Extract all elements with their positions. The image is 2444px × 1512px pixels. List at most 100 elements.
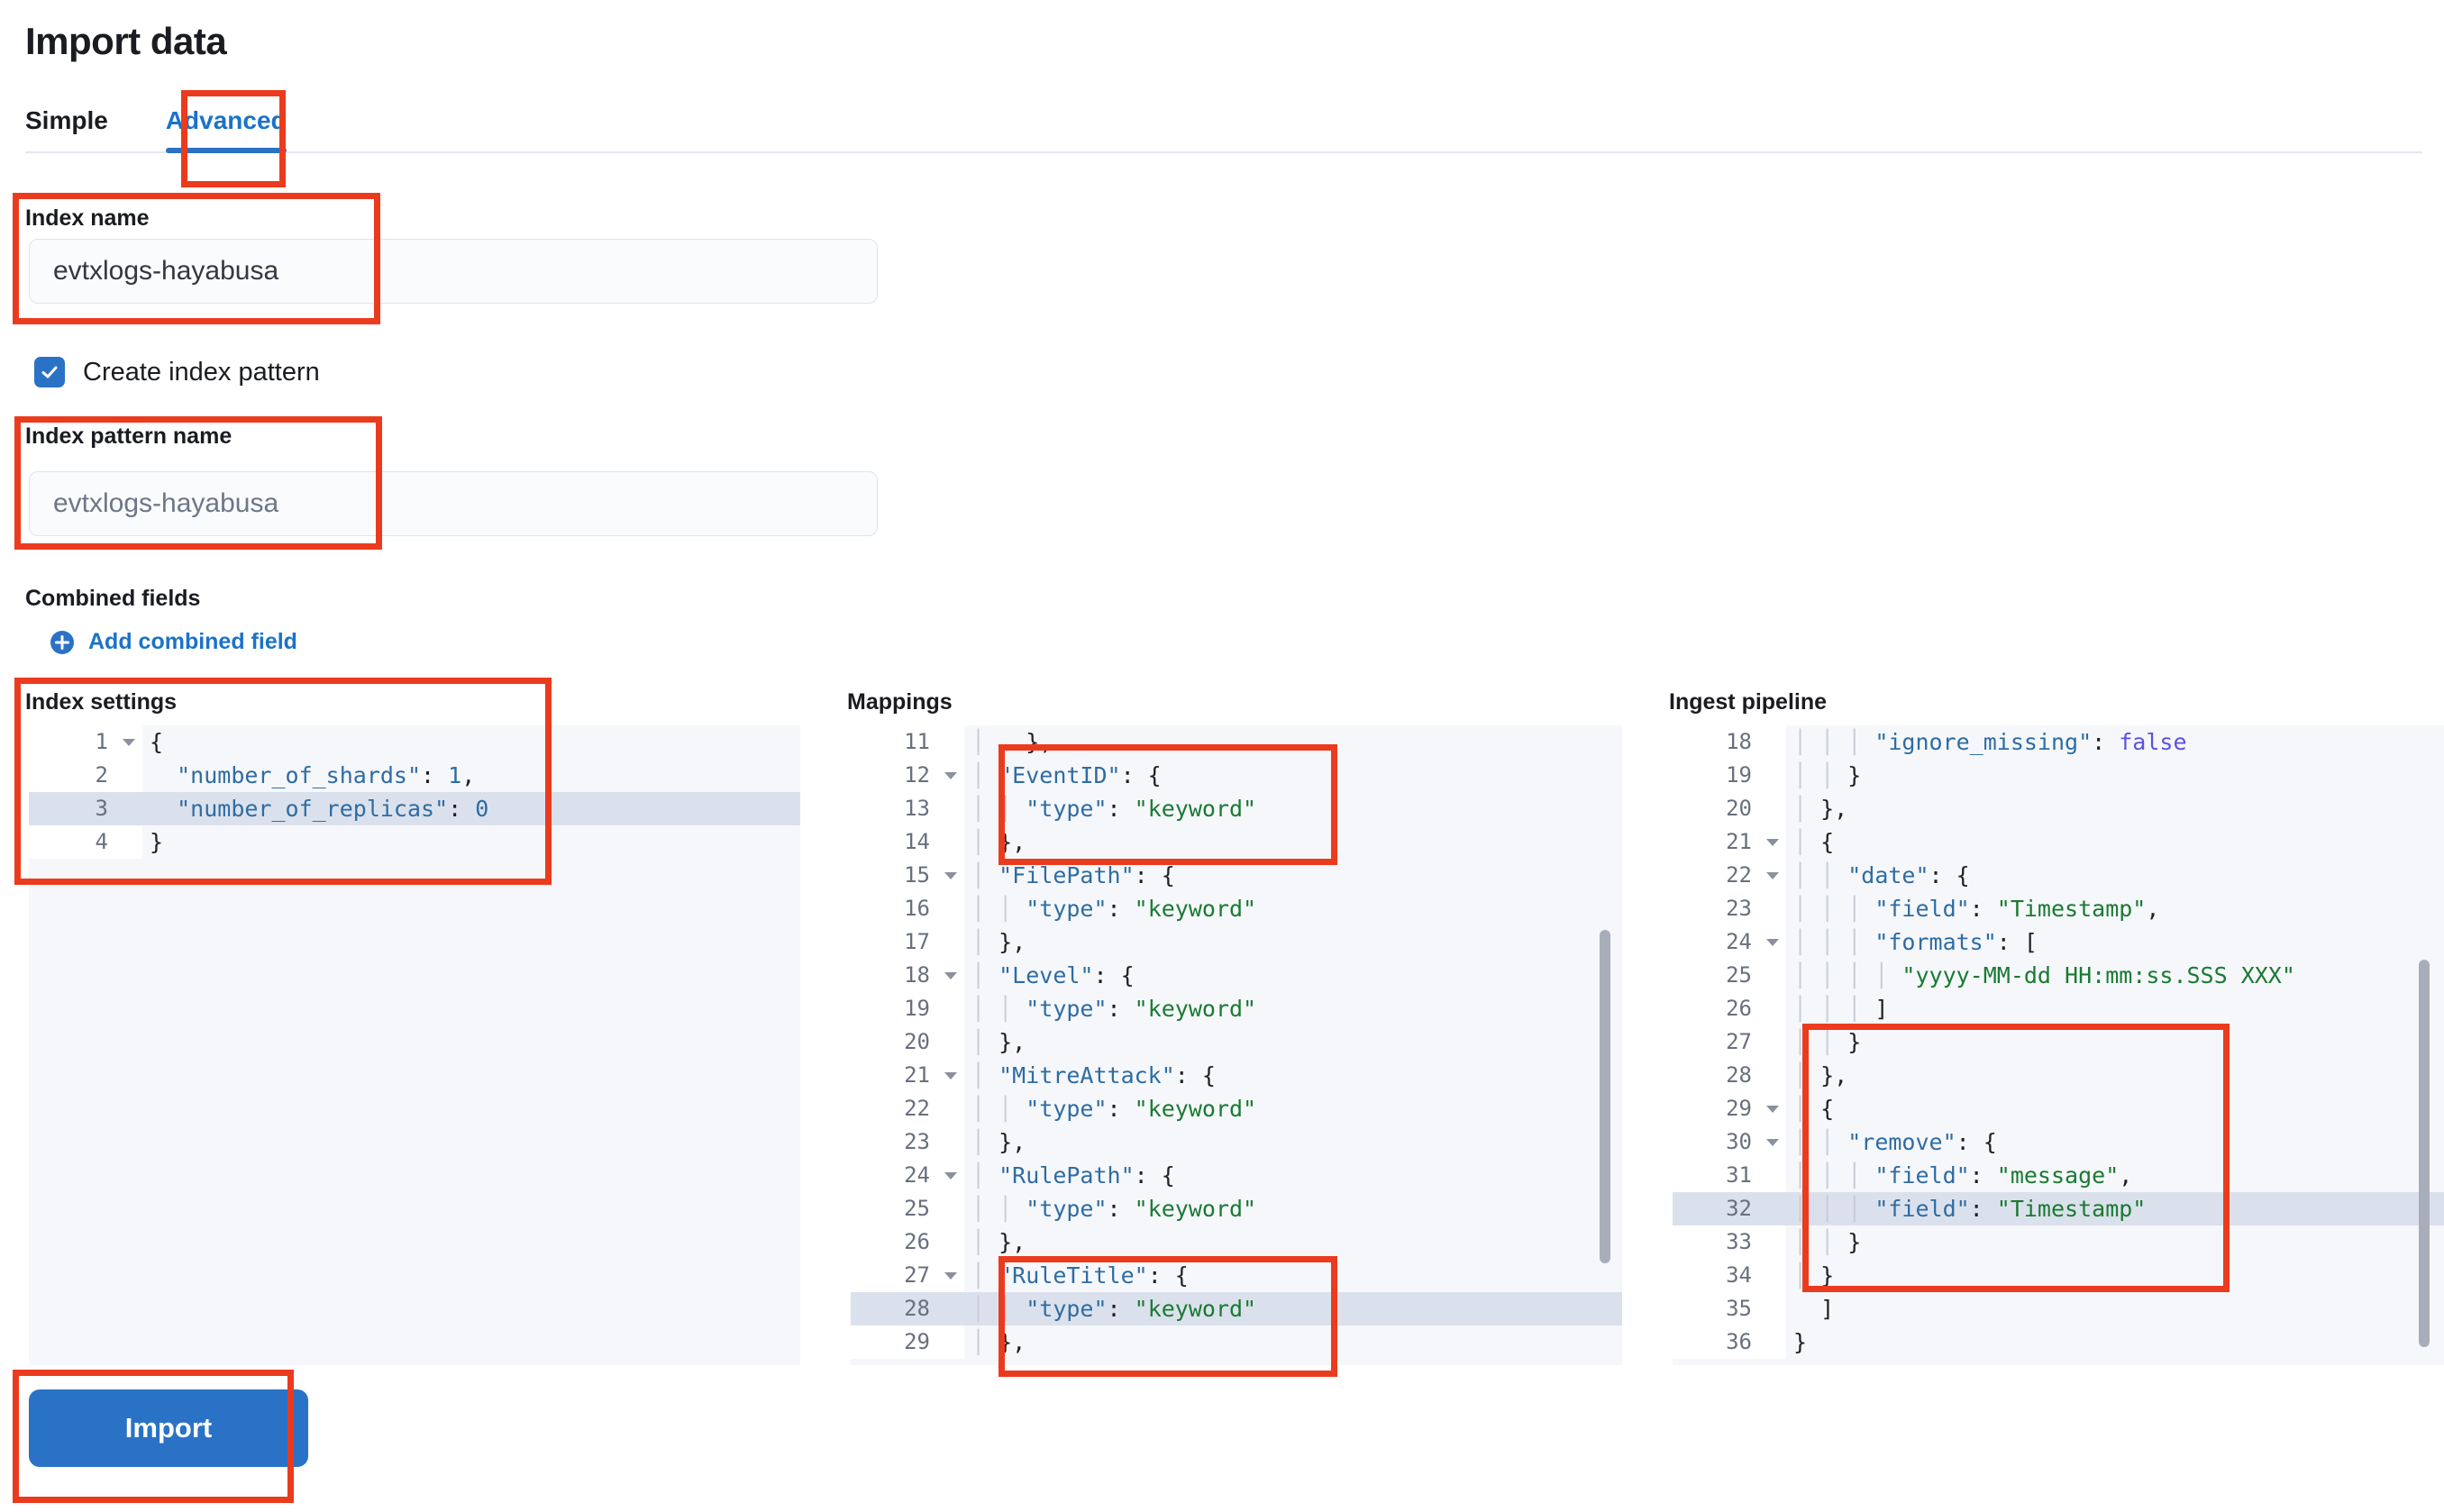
line-number: 20 <box>851 1025 937 1059</box>
code-text: │ }, <box>971 929 1026 955</box>
code-line[interactable]: 26│ }, <box>851 1225 1622 1259</box>
fold-arrow-icon[interactable] <box>937 759 964 792</box>
index-settings-editor[interactable]: 1{2 "number_of_shards": 1,3 "number_of_r… <box>29 725 800 1365</box>
line-number: 29 <box>851 1325 937 1359</box>
create-index-pattern-checkbox[interactable] <box>34 357 65 387</box>
code-line[interactable]: 11│ }, <box>851 725 1622 759</box>
ingest-pipeline-scrollbar[interactable] <box>2419 960 2430 1347</box>
code-line[interactable]: 27│ "RuleTitle": { <box>851 1259 1622 1292</box>
code-line[interactable]: 28│ }, <box>1673 1059 2444 1092</box>
tab-advanced[interactable]: Advanced <box>135 106 317 153</box>
fold-spacer <box>115 792 142 825</box>
line-number: 11 <box>851 725 937 759</box>
line-number: 22 <box>851 1092 937 1125</box>
code-text: │ │ } <box>1793 762 1862 788</box>
code-line[interactable]: 31│ │ │ "field": "message", <box>1673 1159 2444 1192</box>
code-line[interactable]: 23│ │ │ "field": "Timestamp", <box>1673 892 2444 925</box>
fold-arrow-icon[interactable] <box>1759 825 1786 859</box>
index-name-input[interactable]: evtxlogs-hayabusa <box>29 239 878 304</box>
tab-simple[interactable]: Simple <box>25 108 135 151</box>
code-line[interactable]: 24│ │ │ "formats": [ <box>1673 925 2444 959</box>
tab-simple-label: Simple <box>25 106 108 134</box>
check-icon <box>41 366 58 378</box>
fold-arrow-icon[interactable] <box>1759 1092 1786 1125</box>
code-line[interactable]: 25│ │ "type": "keyword" <box>851 1192 1622 1225</box>
code-line[interactable]: 16│ │ "type": "keyword" <box>851 892 1622 925</box>
line-number: 26 <box>1673 992 1759 1025</box>
code-text: { <box>150 729 164 755</box>
line-number: 22 <box>1673 859 1759 892</box>
code-line[interactable]: 15│ "FilePath": { <box>851 859 1622 892</box>
fold-spacer <box>1759 1059 1786 1092</box>
fold-spacer <box>937 1192 964 1225</box>
fold-spacer <box>1759 725 1786 759</box>
fold-arrow-icon[interactable] <box>937 1159 964 1192</box>
code-line[interactable]: 22│ │ "date": { <box>1673 859 2444 892</box>
fold-arrow-icon[interactable] <box>937 959 964 992</box>
code-line[interactable]: 1{ <box>29 725 800 759</box>
index-settings-title: Index settings <box>25 689 178 715</box>
code-line[interactable]: 14│ }, <box>851 825 1622 859</box>
line-number: 15 <box>851 859 937 892</box>
fold-spacer <box>1759 1159 1786 1192</box>
code-line[interactable]: 2 "number_of_shards": 1, <box>29 759 800 792</box>
code-line[interactable]: 36} <box>1673 1325 2444 1359</box>
fold-spacer <box>1759 1325 1786 1359</box>
code-line[interactable]: 4} <box>29 825 800 859</box>
code-line[interactable]: 18│ │ │ "ignore_missing": false <box>1673 725 2444 759</box>
code-line[interactable]: 25│ │ │ │ "yyyy-MM-dd HH:mm:ss.SSS XXX" <box>1673 959 2444 992</box>
code-line[interactable]: 27│ │ } <box>1673 1025 2444 1059</box>
code-line[interactable]: 19│ │ "type": "keyword" <box>851 992 1622 1025</box>
fold-arrow-icon[interactable] <box>937 859 964 892</box>
code-line[interactable]: 13│ │ "type": "keyword" <box>851 792 1622 825</box>
page-title: Import data <box>25 20 227 62</box>
fold-arrow-icon[interactable] <box>937 1059 964 1092</box>
code-text: │ │ "type": "keyword" <box>971 896 1257 922</box>
code-line[interactable]: 24│ "RulePath": { <box>851 1159 1622 1192</box>
code-line[interactable]: 21│ { <box>1673 825 2444 859</box>
code-line[interactable]: 22│ │ "type": "keyword" <box>851 1092 1622 1125</box>
line-number: 31 <box>1673 1159 1759 1192</box>
fold-arrow-icon[interactable] <box>115 725 142 759</box>
create-index-pattern-label: Create index pattern <box>83 357 320 387</box>
import-button[interactable]: Import <box>29 1389 308 1467</box>
code-line[interactable]: 35 ] <box>1673 1292 2444 1325</box>
code-text: │ │ │ "field": "Timestamp" <box>1793 1196 2147 1222</box>
code-line[interactable]: 23│ }, <box>851 1125 1622 1159</box>
code-line[interactable]: 28│ │ "type": "keyword" <box>851 1292 1622 1325</box>
fold-arrow-icon[interactable] <box>1759 925 1786 959</box>
tab-advanced-label: Advanced <box>165 106 287 134</box>
fold-spacer <box>1759 959 1786 992</box>
fold-arrow-icon[interactable] <box>1759 859 1786 892</box>
code-line[interactable]: 20│ }, <box>1673 792 2444 825</box>
code-line[interactable]: 34│ } <box>1673 1259 2444 1292</box>
code-line[interactable]: 20│ }, <box>851 1025 1622 1059</box>
create-index-pattern-row[interactable]: Create index pattern <box>34 357 320 387</box>
line-number: 19 <box>851 992 937 1025</box>
code-line[interactable]: 33│ │ } <box>1673 1225 2444 1259</box>
code-line[interactable]: 21│ "MitreAttack": { <box>851 1059 1622 1092</box>
line-number: 26 <box>851 1225 937 1259</box>
add-combined-field-button[interactable]: Add combined field <box>50 629 297 655</box>
code-line[interactable]: 3 "number_of_replicas": 0 <box>29 792 800 825</box>
code-line[interactable]: 18│ "Level": { <box>851 959 1622 992</box>
index-pattern-name-input[interactable]: evtxlogs-hayabusa <box>29 471 878 536</box>
mappings-editor[interactable]: 11│ },12│ "EventID": {13│ │ "type": "key… <box>851 725 1622 1365</box>
code-line[interactable]: 12│ "EventID": { <box>851 759 1622 792</box>
code-line[interactable]: 29│ }, <box>851 1325 1622 1359</box>
code-text: │ │ "type": "keyword" <box>971 796 1257 822</box>
code-line[interactable]: 17│ }, <box>851 925 1622 959</box>
code-line[interactable]: 30│ │ "remove": { <box>1673 1125 2444 1159</box>
code-line[interactable]: 32│ │ │ "field": "Timestamp" <box>1673 1192 2444 1225</box>
line-number: 4 <box>29 825 115 859</box>
fold-arrow-icon[interactable] <box>937 1259 964 1292</box>
code-line[interactable]: 26│ │ │ ] <box>1673 992 2444 1025</box>
line-number: 23 <box>851 1125 937 1159</box>
fold-arrow-icon[interactable] <box>1759 1125 1786 1159</box>
code-text: ] <box>1793 1296 1835 1322</box>
mappings-scrollbar[interactable] <box>1600 930 1610 1263</box>
fold-spacer <box>1759 992 1786 1025</box>
code-line[interactable]: 19│ │ } <box>1673 759 2444 792</box>
code-line[interactable]: 29│ { <box>1673 1092 2444 1125</box>
